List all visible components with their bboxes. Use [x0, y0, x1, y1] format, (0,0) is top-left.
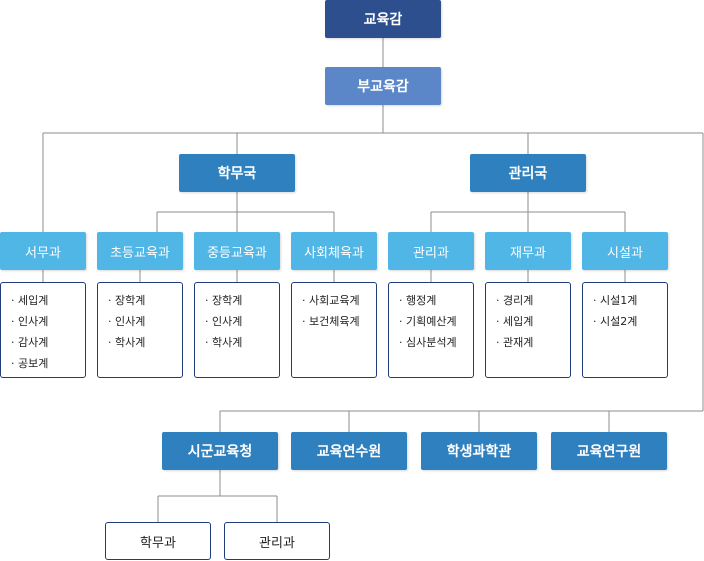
- team-item: 인사계: [108, 311, 182, 332]
- team-item: 인사계: [205, 311, 279, 332]
- sub-office-management-box: 관리과: [224, 522, 330, 560]
- team-item: 인사계: [11, 311, 85, 332]
- team-list-social-physical-education: 사회교육계 보건체육계: [291, 282, 377, 378]
- team-item: 심사분석계: [399, 332, 473, 353]
- division-secondary-education-box: 중등교육과: [194, 232, 280, 270]
- team-item: 공보계: [11, 353, 85, 374]
- agency-research-institute-box: 교육연구원: [551, 432, 667, 470]
- team-list-elementary-education: 장학계 인사계 학사계: [97, 282, 183, 378]
- team-item: 사회교육계: [302, 290, 376, 311]
- agency-science-center-box: 학생과학관: [421, 432, 537, 470]
- team-item: 감사계: [11, 332, 85, 353]
- division-social-physical-education-box: 사회체육과: [291, 232, 377, 270]
- agency-training-institute-box: 교육연수원: [291, 432, 407, 470]
- team-item: 경리계: [496, 290, 570, 311]
- team-item: 행정계: [399, 290, 473, 311]
- team-item: 학사계: [205, 332, 279, 353]
- team-list-management: 행정계 기획예산계 심사분석계: [388, 282, 474, 378]
- division-elementary-education-box: 초등교육과: [97, 232, 183, 270]
- deputy-superintendent-box: 부교육감: [325, 67, 441, 105]
- team-item: 보건체육계: [302, 311, 376, 332]
- division-finance-box: 재무과: [485, 232, 571, 270]
- superintendent-box: 교육감: [325, 0, 441, 38]
- team-item: 장학계: [205, 290, 279, 311]
- team-item: 기획예산계: [399, 311, 473, 332]
- team-item: 장학계: [108, 290, 182, 311]
- team-list-finance: 경리계 세입계 관재계: [485, 282, 571, 378]
- division-management-box: 관리과: [388, 232, 474, 270]
- bureau-academic-box: 학무국: [179, 154, 295, 192]
- team-item: 관재계: [496, 332, 570, 353]
- division-general-affairs-box: 서무과: [0, 232, 86, 270]
- team-item: 세입계: [496, 311, 570, 332]
- team-list-secondary-education: 장학계 인사계 학사계: [194, 282, 280, 378]
- sub-office-academic-box: 학무과: [105, 522, 211, 560]
- bureau-management-box: 관리국: [470, 154, 586, 192]
- team-list-general-affairs: 세입계 인사계 감사계 공보계: [0, 282, 86, 378]
- division-facilities-box: 시설과: [582, 232, 668, 270]
- team-item: 세입계: [11, 290, 85, 311]
- team-item: 시설1계: [593, 290, 667, 311]
- team-list-facilities: 시설1계 시설2계: [582, 282, 668, 378]
- agency-district-office-box: 시군교육청: [162, 432, 278, 470]
- team-item: 학사계: [108, 332, 182, 353]
- team-item: 시설2계: [593, 311, 667, 332]
